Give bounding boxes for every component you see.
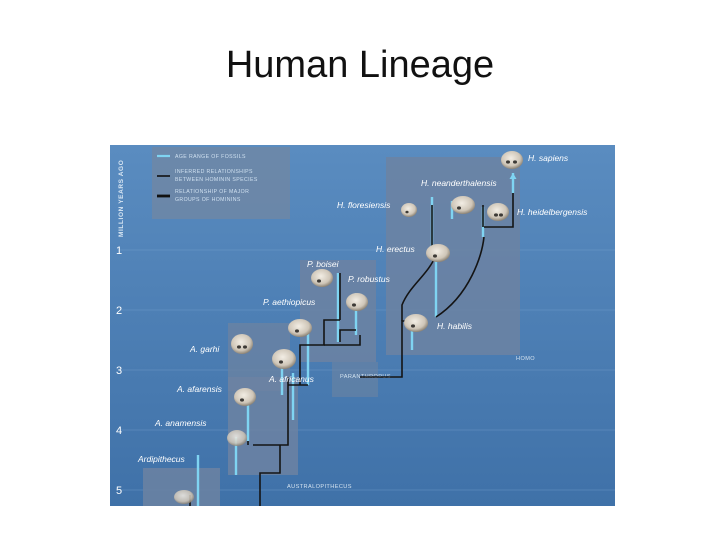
label-a-afarensis: A. afarensis [176, 384, 223, 394]
tick-5: 5 [116, 485, 122, 497]
axis-title: MILLION YEARS AGO [118, 160, 125, 237]
tick-4: 4 [116, 425, 122, 437]
label-p-robustus: P. robustus [348, 274, 391, 284]
tick-1: 1 [116, 245, 122, 257]
skull-a-garhi [231, 334, 253, 354]
skull-h-erectus [426, 244, 450, 262]
group-label-homo: HOMO [516, 356, 535, 362]
label-h-sapiens: H. sapiens [528, 153, 569, 163]
sapiens-arrow [509, 173, 517, 179]
label-h-erectus: H. erectus [376, 244, 415, 254]
label-p-boisei: P. boisei [307, 259, 340, 269]
label-h-neanderthalensis: H. neanderthalensis [421, 178, 497, 188]
tick-3: 3 [116, 365, 122, 377]
skull-a-afarensis [234, 388, 256, 406]
label-a-africanus: A. africanus [268, 374, 315, 384]
label-p-aethiopicus: P. aethiopicus [263, 297, 316, 307]
skull-a-africanus [272, 349, 296, 369]
legend-fossil-range: AGE RANGE OF FOSSILS [175, 154, 246, 160]
skull-h-sapiens [501, 151, 523, 169]
panel-paranthropus-lower [332, 362, 378, 397]
label-h-floresiensis: H. floresiensis [337, 200, 391, 210]
slide-title: Human Lineage [225, 44, 495, 86]
legend-groups-line2: GROUPS OF HOMININS [175, 197, 241, 203]
human-lineage-figure: MILLION YEARS AGO 1 2 3 4 5 AGE RANGE OF… [110, 145, 615, 506]
tick-2: 2 [116, 305, 122, 317]
skull-h-heidelbergensis [487, 203, 509, 221]
skull-ardipithecus [174, 490, 194, 504]
group-label-australopithecus: AUSTRALOPITHECUS [287, 484, 352, 490]
legend-inferred-line2: BETWEEN HOMININ SPECIES [175, 177, 258, 183]
skull-h-habilis [404, 314, 428, 332]
lineage-diagram: MILLION YEARS AGO 1 2 3 4 5 AGE RANGE OF… [110, 145, 615, 506]
skull-h-neanderthalensis [451, 196, 475, 214]
label-h-heidelbergensis: H. heidelbergensis [517, 207, 588, 217]
label-ardipithecus: Ardipithecus [137, 454, 186, 464]
legend-groups-line1: RELATIONSHIP OF MAJOR [175, 189, 249, 195]
skull-p-aethiopicus [288, 319, 312, 337]
legend-inferred-line1: INFERRED RELATIONSHIPS [175, 169, 253, 175]
legend: AGE RANGE OF FOSSILS INFERRED RELATIONSH… [152, 147, 290, 219]
label-a-anamensis: A. anamensis [154, 418, 207, 428]
skull-a-anamensis [227, 430, 247, 446]
label-h-habilis: H. habilis [437, 321, 473, 331]
skull-h-floresiensis [401, 203, 417, 217]
skull-p-robustus [346, 293, 368, 311]
skull-p-boisei [311, 269, 333, 287]
label-a-garhi: A. garhi [189, 344, 220, 354]
